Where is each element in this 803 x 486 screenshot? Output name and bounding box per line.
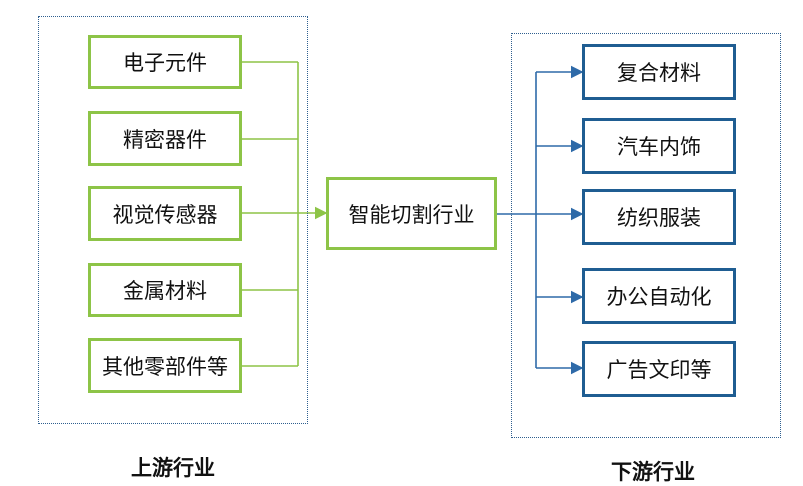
upstream-connectors [242, 61, 328, 367]
downstream-group-box [511, 33, 781, 438]
downstream-item-composite-materials: 复合材料 [582, 44, 736, 100]
downstream-item-label: 广告文印等 [606, 358, 712, 382]
downstream-title: 下游行业 [611, 460, 695, 484]
upstream-item-electronic-components: 电子元件 [88, 35, 242, 89]
upstream-item-label: 精密器件 [123, 127, 207, 152]
downstream-item-label: 纺织服装 [617, 206, 701, 230]
upstream-item-label: 金属材料 [123, 279, 207, 303]
upstream-title: 上游行业 [131, 456, 215, 480]
downstream-item-car-interior: 汽车内饰 [582, 118, 736, 174]
upstream-item-label: 视觉传感器 [112, 202, 218, 227]
upstream-item-vision-sensors: 视觉传感器 [88, 186, 242, 241]
downstream-item-textile-apparel: 纺织服装 [582, 189, 736, 245]
upstream-item-precision-devices: 精密器件 [88, 111, 242, 166]
upstream-item-metal-materials: 金属材料 [88, 263, 242, 317]
downstream-connectors [497, 65, 584, 375]
downstream-item-label: 复合材料 [617, 61, 701, 85]
upstream-item-label: 其他零部件等 [102, 354, 228, 379]
downstream-item-advertising-printing: 广告文印等 [582, 341, 736, 397]
upstream-item-other-parts: 其他零部件等 [88, 338, 242, 393]
center-node-smart-cutting: 智能切割行业 [326, 177, 497, 250]
upstream-item-label: 电子元件 [123, 51, 207, 75]
downstream-item-label: 汽车内饰 [617, 135, 701, 159]
upstream-group-box [38, 16, 308, 424]
downstream-item-office-automation: 办公自动化 [582, 268, 736, 324]
center-node-label: 智能切割行业 [348, 202, 475, 227]
downstream-item-label: 办公自动化 [606, 285, 712, 309]
